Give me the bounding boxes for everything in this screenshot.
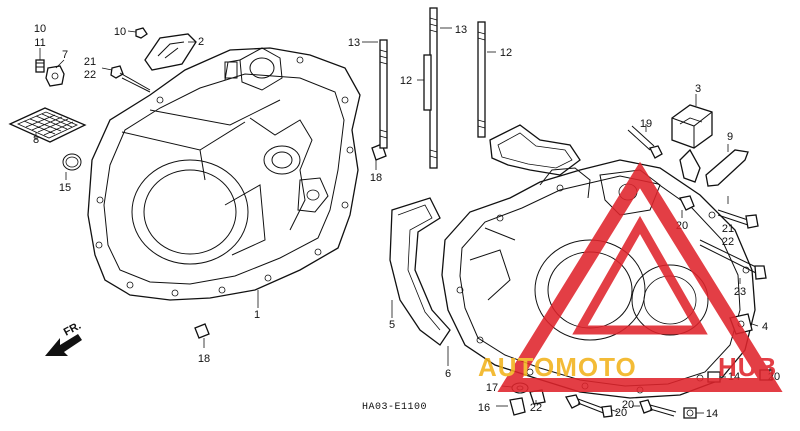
- callout-c9: 9: [727, 131, 733, 143]
- callout-c16: 16: [478, 402, 490, 414]
- screen-8: [8, 107, 87, 143]
- gasket-5: [389, 197, 451, 346]
- callout-c13b: 13: [455, 24, 467, 36]
- cover-2: [144, 33, 197, 71]
- callout-c10b: 10: [114, 26, 126, 38]
- watermark-logo: AUTOMOTO HUB: [478, 161, 783, 392]
- callout-c8: 8: [33, 134, 39, 146]
- callout-c12a: 12: [400, 75, 412, 87]
- oring-15: [62, 153, 82, 171]
- bracket-gasket: [489, 124, 581, 176]
- dowel-18-left: [194, 323, 210, 339]
- callout-c18a: 18: [198, 353, 210, 365]
- callout-c15: 15: [59, 182, 71, 194]
- callout-c22c: 22: [530, 402, 542, 414]
- left-crankcase: [87, 47, 361, 301]
- callout-c20b: 20: [615, 407, 627, 419]
- callout-c5: 5: [389, 319, 395, 331]
- callout-c22: 22: [84, 69, 96, 81]
- long-bolt-23: [699, 239, 767, 280]
- stud-bolts: [379, 7, 486, 169]
- callout-c6: 6: [445, 368, 451, 380]
- bolt-20-21-22: [679, 195, 759, 229]
- bolt-21-22: [110, 65, 151, 93]
- callout-c20c: 20: [622, 399, 634, 411]
- callout-c12b: 12: [500, 47, 512, 59]
- callout-c11: 11: [34, 37, 45, 49]
- callout-c23: 23: [734, 286, 746, 298]
- callout-c7: 7: [62, 49, 68, 61]
- collar-7: [45, 65, 65, 87]
- bolt-10-top: [135, 27, 148, 39]
- callout-c3: 3: [695, 83, 701, 95]
- callout-c14a: 14: [706, 408, 718, 420]
- callout-c22b: 22: [722, 236, 734, 248]
- front-direction-indicator: FR.: [45, 320, 83, 356]
- bolt-19: [627, 125, 663, 159]
- front-label: FR.: [62, 320, 83, 339]
- callout-c13a: 13: [348, 37, 360, 49]
- callout-c21: 21: [84, 56, 96, 68]
- diagram-code: HA03-E1100: [362, 402, 427, 413]
- warning-triangle-icon: [497, 161, 783, 392]
- callout-c1: 1: [254, 309, 260, 321]
- watermark-text-right: HUB: [718, 352, 777, 382]
- callout-c10: 10: [34, 23, 46, 35]
- bolt-10-small: [35, 59, 45, 73]
- bracket-9: [679, 148, 749, 187]
- callout-c18b: 18: [370, 172, 382, 184]
- callout-c17: 17: [486, 382, 498, 394]
- callout-labels: 10 11 7 10 2 21 22 8 15 1 18 13 12 13 12…: [33, 23, 780, 420]
- callout-c4: 4: [762, 321, 768, 333]
- front-arrow-icon: [45, 334, 82, 356]
- callout-c21b: 21: [722, 223, 734, 235]
- breather-3: [671, 104, 713, 149]
- callout-c2: 2: [198, 36, 204, 48]
- callout-c19: 19: [640, 118, 652, 130]
- watermark-text-left: AUTOMOTO: [478, 352, 637, 382]
